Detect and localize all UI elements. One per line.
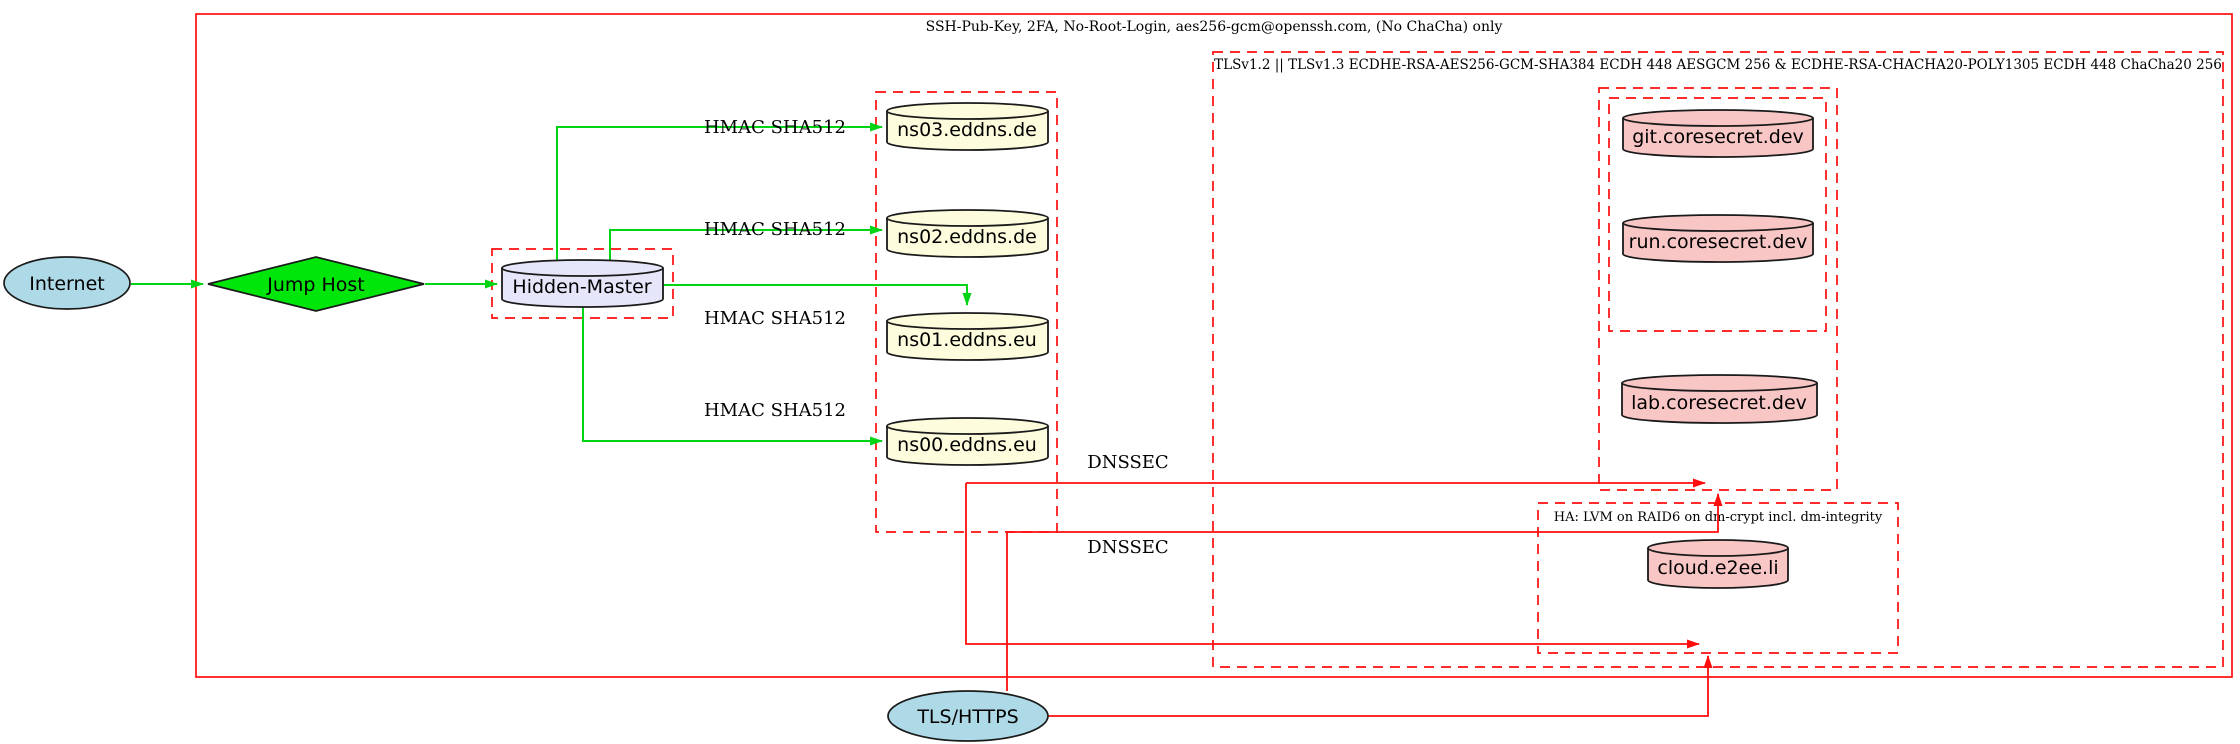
hidden-master-cylinder-rim <box>501 267 664 277</box>
ns03-cylinder <box>886 102 1049 151</box>
lab-cylinder-rim <box>1621 382 1818 392</box>
node-jump-host: Jump Host <box>207 256 425 312</box>
ns01-cylinder <box>886 312 1049 361</box>
internet-label: Internet <box>29 273 104 295</box>
cloud-label: cloud.e2ee.li <box>1657 557 1778 579</box>
ns02-cylinder <box>886 209 1049 258</box>
run-label: run.coresecret.dev <box>1629 231 1808 253</box>
node-run: run.coresecret.dev <box>1622 214 1814 263</box>
lab-label: lab.coresecret.dev <box>1631 392 1807 414</box>
jump-host-diamond <box>207 256 425 312</box>
ns02-label: ns02.eddns.de <box>897 226 1037 248</box>
edge-hiddenmaster-to-ns03 <box>556 122 883 263</box>
ns03-label: ns03.eddns.de <box>897 119 1037 141</box>
hidden-master-label: Hidden-Master <box>512 276 651 298</box>
internet-ellipse <box>3 256 131 310</box>
ns00-label: ns00.eddns.eu <box>897 434 1037 456</box>
node-cloud: cloud.e2ee.li <box>1647 539 1789 589</box>
edge-hiddenmaster-to-ns01 <box>664 284 972 306</box>
node-ns00: ns00.eddns.eu <box>886 417 1049 466</box>
ns01-cylinder-rim <box>886 320 1049 330</box>
edge-hiddenmaster-to-ns00 <box>582 304 883 446</box>
cluster-coresecret-outer-box <box>1598 87 1838 491</box>
node-git: git.coresecret.dev <box>1622 109 1814 158</box>
edge-label-hmac-ns00: HMAC SHA512 <box>704 400 846 421</box>
cloud-cylinder <box>1647 539 1789 589</box>
git-label: git.coresecret.dev <box>1632 126 1804 148</box>
ns00-cylinder <box>886 417 1049 466</box>
ns01-label: ns01.eddns.eu <box>897 329 1037 351</box>
node-lab: lab.coresecret.dev <box>1621 374 1818 424</box>
ns00-cylinder-rim <box>886 425 1049 435</box>
git-cylinder-rim <box>1622 117 1814 127</box>
node-tls-https: TLS/HTTPS <box>887 690 1049 742</box>
ns03-cylinder-rim <box>886 110 1049 120</box>
edge-label-dnssec-1: DNSSEC <box>1087 452 1168 473</box>
cluster-eddns-box <box>875 91 1058 533</box>
edge-dnssec-to-ha <box>965 483 1700 649</box>
cluster-tls-box <box>1212 51 2224 668</box>
node-ns03: ns03.eddns.de <box>886 102 1049 151</box>
jump-host-label: Jump Host <box>266 274 365 296</box>
node-hidden-master: Hidden-Master <box>501 259 664 308</box>
cluster-tls-label: TLSv1.2 || TLSv1.3 ECDHE-RSA-AES256-GCM-… <box>1214 57 2222 73</box>
edge-tls-to-coresecret <box>1006 493 1723 691</box>
cluster-coresecret-inner-box <box>1608 97 1827 332</box>
edge-label-hmac-ns02: HMAC SHA512 <box>704 219 846 240</box>
node-ns02: ns02.eddns.de <box>886 209 1049 258</box>
cluster-ssh-label: SSH-Pub-Key, 2FA, No-Root-Login, aes256-… <box>926 19 1503 35</box>
edge-label-hmac-ns03: HMAC SHA512 <box>704 117 846 138</box>
lab-cylinder <box>1621 374 1818 424</box>
edge-label-dnssec-2: DNSSEC <box>1087 537 1168 558</box>
hidden-master-cylinder <box>501 259 664 308</box>
ns02-cylinder-rim <box>886 217 1049 227</box>
git-cylinder <box>1622 109 1814 158</box>
edge-tls-to-ha <box>1047 655 1713 717</box>
node-internet: Internet <box>3 256 131 310</box>
edge-hiddenmaster-to-ns02 <box>609 225 883 263</box>
cluster-ssh-box <box>195 13 2233 678</box>
edge-label-hmac-ns01: HMAC SHA512 <box>704 308 846 329</box>
tls-https-ellipse <box>887 690 1049 742</box>
run-cylinder-rim <box>1622 222 1814 232</box>
node-ns01: ns01.eddns.eu <box>886 312 1049 361</box>
tls-https-label: TLS/HTTPS <box>916 706 1018 728</box>
run-cylinder <box>1622 214 1814 263</box>
cloud-cylinder-rim <box>1647 547 1789 557</box>
